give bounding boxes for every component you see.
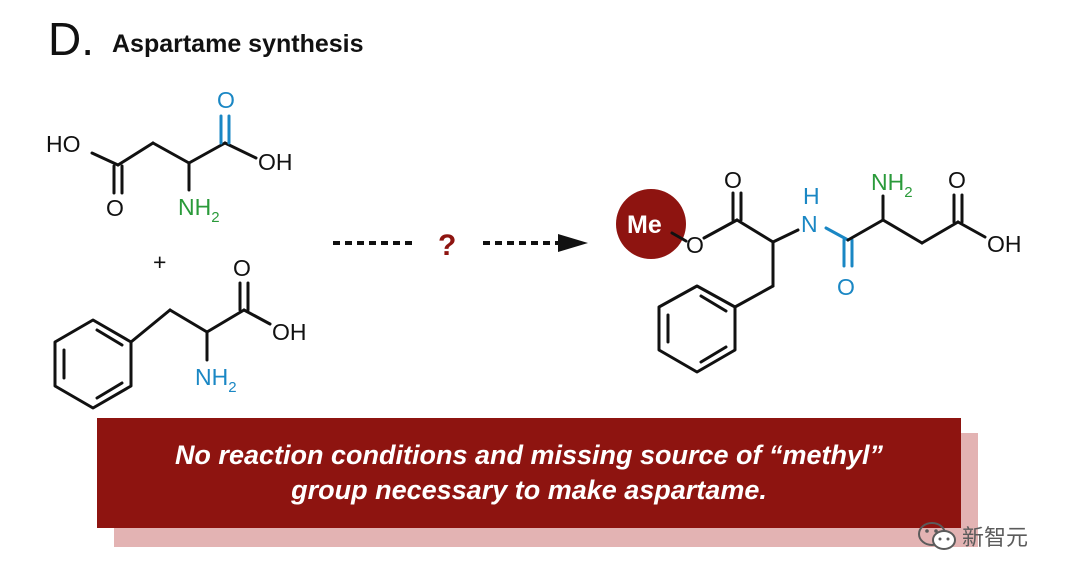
hydroxyl-label: OH: [272, 319, 307, 345]
carbonyl-oxygen-label: O: [233, 255, 251, 281]
carbonyl-oxygen-label: O: [217, 87, 235, 113]
methyl-label: Me: [627, 211, 662, 239]
ester-oxygen-label: O: [686, 232, 704, 258]
watermark: 新智元: [916, 520, 1028, 552]
aspartic-acid-structure: [90, 114, 258, 195]
amide-hydrogen-label: H: [803, 183, 820, 209]
methyl-highlight-circle: [616, 189, 686, 259]
watermark-text: 新智元: [962, 526, 1029, 551]
hydroxyl-label: HO: [46, 131, 81, 157]
amine-label: NH2: [871, 169, 913, 201]
phenylalanine-structure: [53, 281, 272, 410]
question-mark: ?: [438, 229, 456, 262]
arrow-head-icon: [558, 234, 588, 252]
note-line-2: group necessary to make aspartame.: [291, 475, 767, 505]
panel-letter: D.: [48, 13, 94, 65]
note-banner: No reaction conditions and missing sourc…: [97, 418, 961, 528]
amide-oxygen-label: O: [837, 274, 855, 300]
panel-title: Aspartame synthesis: [112, 30, 364, 58]
carbonyl-oxygen-label: O: [106, 195, 124, 221]
amine-label: NH2: [178, 194, 220, 226]
wechat-icon: [918, 522, 956, 550]
amine-label: NH2: [195, 364, 237, 396]
note-text: No reaction conditions and missing sourc…: [175, 438, 883, 508]
hydroxyl-label: OH: [258, 149, 293, 175]
carbonyl-oxygen-label: O: [724, 167, 742, 193]
amide-nitrogen-label: N: [801, 211, 818, 237]
carbonyl-oxygen-label: O: [948, 167, 966, 193]
plus-sign: +: [153, 249, 166, 275]
aspartame-structure: [657, 191, 987, 374]
note-line-1: No reaction conditions and missing sourc…: [174, 440, 884, 470]
hydroxyl-label: OH: [987, 231, 1022, 257]
